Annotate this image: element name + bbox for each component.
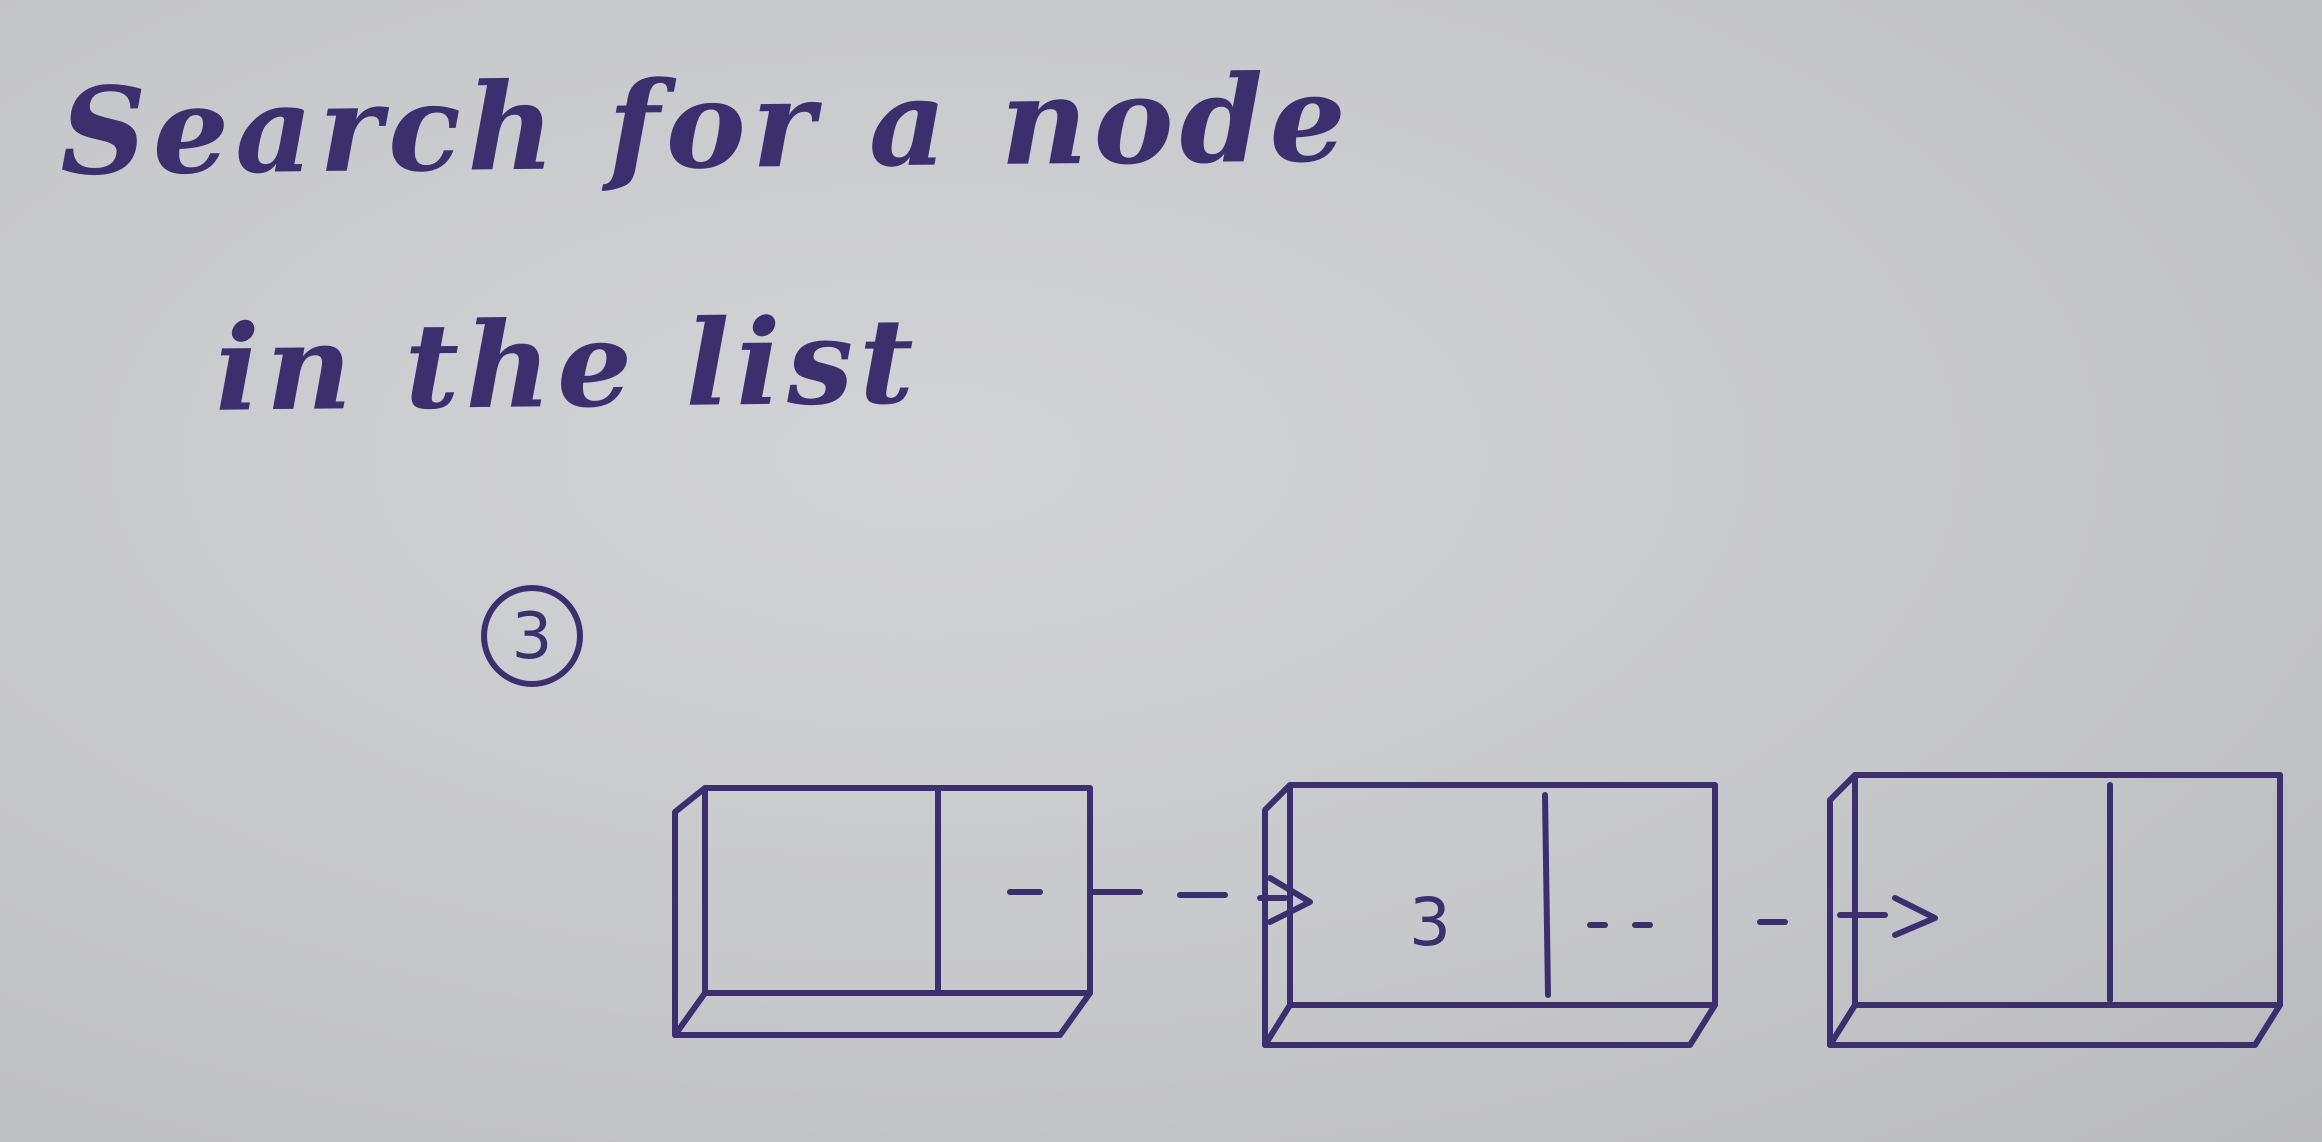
node-2-value: 3 (1409, 884, 1451, 961)
node-1-depth (672, 785, 1093, 1038)
node-3 (1827, 772, 2283, 1048)
node-2-divider (1542, 792, 1551, 998)
arrow-head-1 (1267, 875, 1313, 925)
node-1-depth-edge (672, 990, 708, 1038)
node-3-front (1852, 772, 2283, 1008)
step-number-badge: 3 (481, 585, 583, 687)
node-2-front (1287, 782, 1718, 1008)
step-circle (481, 585, 583, 687)
node-1 (672, 785, 1093, 1038)
node-3-depth-edge (1827, 1002, 1858, 1048)
node-2-depth-edge (1262, 1002, 1293, 1048)
node-2 (1262, 782, 1718, 1048)
pointer-2-to-3 (1587, 895, 1938, 938)
step-number: 3 (512, 600, 553, 674)
arrow-head-2 (1892, 895, 1938, 938)
